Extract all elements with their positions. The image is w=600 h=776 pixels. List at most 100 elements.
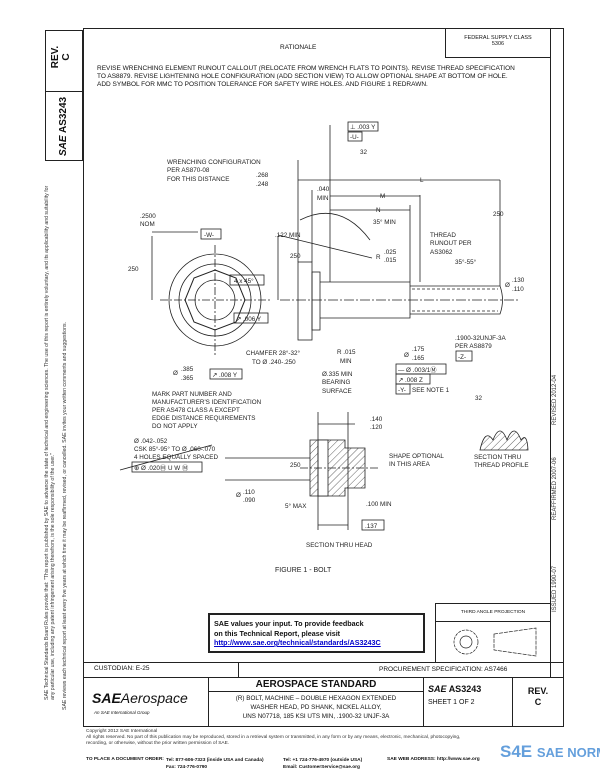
rights-2: recording, or otherwise, without the pri… bbox=[86, 741, 230, 746]
doc-sae-logo: SAE bbox=[428, 684, 447, 694]
dimension-l: L bbox=[420, 177, 424, 184]
projection-box: THIRD ANGLE PROJECTION bbox=[435, 603, 551, 663]
title-rev-value: C bbox=[534, 697, 542, 707]
doc-number-title: AS3243 bbox=[448, 684, 482, 694]
dia-130: .130 bbox=[512, 277, 525, 284]
roughness-250-section: 250 bbox=[290, 462, 301, 469]
corner-doc-box: SAE AS3243 bbox=[45, 91, 83, 161]
dia-symbol: Ø bbox=[505, 282, 510, 289]
r015-2: MIN bbox=[340, 358, 352, 365]
feedback-link[interactable]: http://www.sae.org/technical/standards/A… bbox=[214, 638, 381, 647]
fax: Fax: 724-776-0790 bbox=[166, 765, 208, 770]
chamfer-4x45: 4 x 45° bbox=[234, 277, 254, 285]
radius-label: R bbox=[376, 254, 381, 261]
holes-2: CSK 85°-95° TO Ø .060-.070 bbox=[134, 445, 216, 453]
r015-1: R .015 bbox=[337, 349, 356, 356]
min-040-label: MIN bbox=[317, 195, 329, 202]
holes-3: 4 HOLES EQUALLY SPACED bbox=[134, 454, 218, 461]
head-height-min: .248 bbox=[256, 181, 269, 188]
wrench-config-3: FOR THIS DISTANCE bbox=[167, 176, 229, 183]
dia-385-symbol: Ø bbox=[173, 370, 178, 377]
mark-3: PER AS478 CLASS A EXCEPT bbox=[152, 407, 240, 414]
web-address[interactable]: SAE WEB ADDRESS: http://www.sae.org bbox=[387, 757, 480, 762]
holes-fcf: ⊕ Ø .020Ⓜ U W Ⓜ bbox=[134, 464, 189, 472]
runout-3: AS3062 bbox=[430, 249, 453, 256]
feedback-box: SAE values your input. To provide feedba… bbox=[208, 613, 425, 653]
radius-015: .015 bbox=[384, 257, 397, 264]
shape-optional-1: SHAPE OPTIONAL bbox=[389, 453, 444, 460]
dimension-n: N bbox=[376, 207, 381, 214]
runout-fcf-008: ↗ .008 Y bbox=[212, 372, 238, 379]
roughness-32: 32 bbox=[360, 149, 368, 156]
sae-aerospace-logo: SAEAerospace bbox=[92, 690, 188, 706]
datum-u: -U- bbox=[350, 134, 359, 141]
shank-fcf-2: ↗ .008 Z bbox=[398, 377, 423, 384]
bearing-1: Ø.335 MIN bbox=[322, 371, 353, 378]
roughness-250-head: 250 bbox=[290, 253, 301, 260]
title-line-3: UNS N07718, 185 KSI UTS MIN, .1900-32 UN… bbox=[242, 713, 390, 720]
copyright: Copyright 2012 SAE International bbox=[86, 729, 158, 734]
rationale-text: REVISE WRENCHING ELEMENT RUNOUT CALLOUT … bbox=[97, 65, 515, 88]
roughness-32-thread: 32 bbox=[475, 395, 483, 402]
dia-175: .175 bbox=[412, 346, 425, 353]
head-section-label: SECTION THRU HEAD bbox=[306, 542, 373, 549]
datum-w: -W- bbox=[204, 232, 214, 239]
thread-section-2: THREAD PROFILE bbox=[474, 462, 529, 469]
title-cell: AEROSPACE STANDARD (R) BOLT, MACHINE – D… bbox=[208, 677, 424, 727]
min-040-value: .040 bbox=[317, 186, 330, 193]
dia-385: .385 bbox=[181, 366, 194, 373]
min-100: .100 MIN bbox=[366, 501, 392, 508]
chamfer-1: CHAMFER 28°-32° bbox=[246, 349, 301, 357]
roughness-250-front: 250 bbox=[128, 266, 139, 273]
dia-110-symbol: Ø bbox=[236, 492, 241, 499]
radius-025: .025 bbox=[384, 249, 397, 256]
thread-section-1: SECTION THRU bbox=[474, 454, 522, 461]
title-rev-label: REV. bbox=[527, 686, 549, 696]
logo-subtitle: An SAE International Group bbox=[94, 710, 150, 715]
mark-4: EDGE DISTANCE REQUIREMENTS bbox=[152, 415, 255, 422]
email: Email: CustomerService@sae.org bbox=[283, 765, 360, 770]
title-line-1: (R) BOLT, MACHINE – DOUBLE HEXAGON EXTEN… bbox=[235, 695, 397, 702]
footer: Copyright 2012 SAE International All rig… bbox=[86, 729, 491, 747]
procurement-spec: PROCUREMENT SPECIFICATION: AS7466 bbox=[379, 666, 508, 673]
head-height-max: .268 bbox=[256, 172, 269, 179]
wrench-config-2: PER AS870-08 bbox=[167, 167, 210, 174]
rights-1: All rights reserved. No part of this pub… bbox=[86, 735, 461, 740]
holes-1: Ø .042-.052 bbox=[134, 438, 168, 445]
shank-fcf-1: — Ø .003/1Ⓜ bbox=[398, 366, 437, 374]
nom-value: .2500 bbox=[140, 213, 156, 220]
runout-fcf-006: ↗ .006 Y bbox=[236, 316, 262, 323]
tel-inside: Tel: 877-606-7323 (inside USA and Canada… bbox=[166, 758, 264, 763]
projection-label: THIRD ANGLE PROJECTION bbox=[436, 604, 550, 622]
d140: .140 bbox=[370, 416, 383, 423]
thread-per: PER AS8879 bbox=[455, 343, 492, 350]
dia-090: .090 bbox=[243, 497, 256, 504]
logo-aerospace: Aerospace bbox=[120, 690, 188, 706]
dia-175-symbol: Ø bbox=[404, 352, 409, 359]
dimension-m: M bbox=[380, 193, 385, 200]
mark-5: DO NOT APPLY bbox=[152, 423, 198, 430]
max-5: 5° MAX bbox=[285, 502, 307, 510]
rev-cell: REV. C bbox=[512, 677, 564, 727]
min-122: .122 MIN bbox=[275, 232, 301, 239]
dia-110: .110 bbox=[512, 286, 524, 293]
procurement-cell: PROCUREMENT SPECIFICATION: AS7466 bbox=[238, 662, 564, 678]
perpendicularity-fcf: ⊥ .003 Y bbox=[350, 124, 376, 131]
shape-optional-2: IN THIS AREA bbox=[389, 461, 431, 468]
bearing-3: SURFACE bbox=[322, 388, 352, 395]
wrench-config-1: WRENCHING CONFIGURATION bbox=[167, 159, 261, 166]
mark-1: MARK PART NUMBER AND bbox=[152, 391, 232, 398]
datum-z: -Z- bbox=[458, 354, 466, 361]
federal-supply-box: FEDERAL SUPPLY CLASS 5306 bbox=[445, 28, 551, 58]
bearing-2: BEARING bbox=[322, 379, 350, 386]
nom-label: NOM bbox=[140, 221, 155, 228]
watermark-text: SAE NORM bbox=[536, 745, 600, 760]
logo-sae: SAE bbox=[92, 690, 121, 706]
custodian-cell: CUSTODIAN: E-25 bbox=[83, 662, 239, 678]
sheet-number: SHEET 1 OF 2 bbox=[428, 699, 475, 706]
d137: .137 bbox=[365, 523, 378, 530]
figure-caption: FIGURE 1 - BOLT bbox=[275, 567, 332, 574]
feedback-line-2: on this Technical Report, please visit bbox=[214, 628, 341, 638]
